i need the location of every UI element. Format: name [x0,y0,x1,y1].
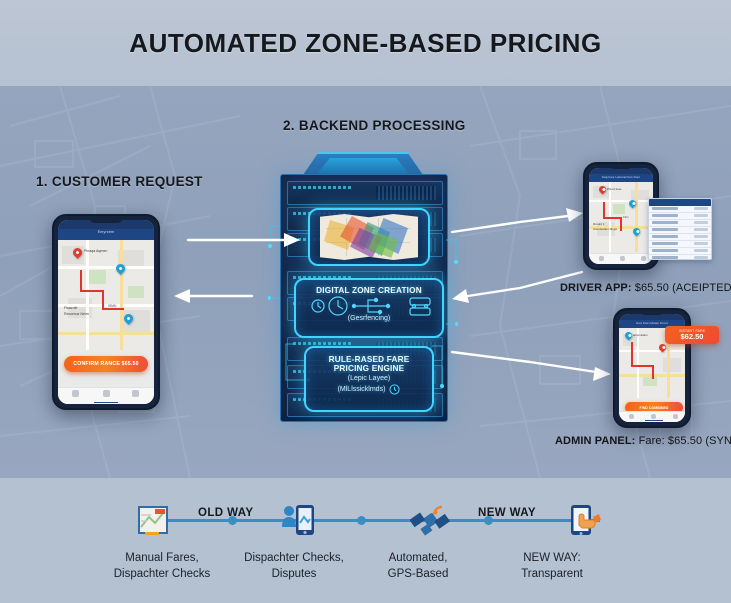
rack-slot [287,181,443,205]
timeline-caption-line1: Dispachter Checks, [244,552,344,564]
rule-panel-subtitle-1: (Lepic Layee) [347,375,391,383]
zone-panel-subtitle: (Gesrfencing) [347,315,391,323]
backend-server-rack: DIGITAL ZONE CREATION (Gesrfencing) RULE… [268,148,458,422]
ride-details-row [649,234,711,241]
ride-details-row [649,206,711,213]
timeline-caption-line2: Transparent [521,567,583,580]
comparison-timeline-band [0,478,731,603]
header-band [0,0,731,86]
driver-dest-label-1: Drount z [593,222,605,226]
driver-map-view[interactable]: Pitrod Iuas Drount z Csmdezalm Mopo Kfns [589,182,653,252]
customer-appbar-title: Emyrcem [97,230,115,234]
admin-caption-strong: ADMIN PANEL: [555,435,636,447]
admin-tabbar[interactable] [619,411,685,422]
ride-details-row [649,220,711,227]
step-label-backend-processing: 2. BACKEND PROCESSING [283,118,466,133]
ride-details-row [649,255,711,259]
zone-map-panel [308,208,430,266]
driver-dest-label-2: Csmdezalm Mopo [593,227,618,231]
timeline-caption-line1: Manual Fares, [125,552,199,564]
driver-appbar-title: Caprove Lateraction Inen [601,175,641,179]
new-way-label: NEW WAY [478,507,536,519]
driver-eta-label: Kfns [623,215,629,219]
customer-eta-label: ISMN [108,304,117,308]
timeline-node [484,516,493,525]
confirm-ride-button[interactable]: CONFIRM RANCE $65.50 [64,356,148,372]
admin-caption-rest: Fare: $65.50 (SYNCED) [638,435,731,447]
map-icon [138,506,168,535]
zone-panel-glyphs [311,296,431,316]
customer-phone-screen[interactable]: Emyrcem Pinaqa A [58,220,154,404]
customer-origin-label: Pinaqa Aqmen [84,249,108,253]
customer-tabbar[interactable] [58,387,154,404]
step-label-customer-request: 1. CUSTOMER REQUEST [36,174,203,189]
rule-panel-subtitle-2: (MlLlssicklmds) [337,385,386,393]
admin-appbar-title: Cou Facrubuse Kmnt [636,321,668,325]
timeline-caption: NEW WAY: Transparent [477,551,627,582]
timeline-node [357,516,366,525]
customer-dest-label-2: Reoomuz Neim [64,312,89,316]
ride-details-row [649,241,711,248]
driver-phone-screen[interactable]: Caprove Lateraction Inen Pitrod Iuas Dro… [589,168,653,264]
fare-badge-title: INSTANT FARE [678,329,706,333]
driver-tabbar[interactable] [589,253,653,264]
ride-details-row [649,248,711,255]
admin-panel-caption: ADMIN PANEL: Fare: $65.50 (SYNCED) [555,435,731,447]
customer-phone[interactable]: Emyrcem Pinaqa A [52,214,160,410]
driver-caption-strong: DRIVER APP: [560,282,632,294]
timeline-caption-line2: Dispachter Checks [113,567,211,580]
timeline-caption: Dispachter Checks, Disputes [219,551,369,582]
ride-details-row [649,227,711,234]
timeline-caption: Automated, GPS-Based [343,551,493,582]
ride-details-panel-header [649,199,711,206]
timeline-node [228,516,237,525]
timeline-caption-line2: Disputes [271,567,317,580]
clock-icon [389,384,401,396]
digital-zone-creation-panel: DIGITAL ZONE CREATION (Gesrfencing) [294,278,444,338]
driver-app-caption: DRIVER APP: $65.50 (ACEIPTED) [560,282,731,294]
zone-panel-title: DIGITAL ZONE CREATION [316,286,422,295]
rule-based-fare-engine-panel: RULE-RASED FARE PRICING ENGINE (Lepic La… [304,346,434,412]
timeline-caption-line1: NEW WAY: [523,552,581,564]
driver-ride-details-panel[interactable] [648,198,712,260]
instant-fare-badge: INSTANT FARE $62.50 [665,326,719,345]
driver-origin-label: Pitrod Iuas [607,187,622,191]
timeline-caption: Manual Fares, Dispachter Checks [87,551,237,582]
phone-tap-icon [571,505,601,535]
page-title: AUTOMATED ZONE-BASED PRICING [129,28,602,58]
rack-top-glow [314,158,412,178]
old-way-label: OLD WAY [198,507,254,519]
driver-caption-rest: $65.50 (ACEIPTED) [631,282,731,294]
folded-map-icon [320,214,418,260]
fare-badge-value: $62.50 [680,332,704,341]
customer-map-view[interactable]: Pinaqa Aqmen Fisav.dfr Reoomuz Neim ISMN [58,240,154,350]
admin-origin-label: annumitatm [633,333,648,337]
ride-details-row [649,213,711,220]
dispatcher-phone-icon [282,505,314,535]
rule-panel-title-line2: PRICING ENGINE [333,364,405,374]
timeline-caption-line2: GPS-Based [387,567,449,580]
satellite-icon [410,505,450,536]
timeline-track [160,519,600,522]
admin-find-combined-button[interactable]: FIND COMBINED [625,402,683,413]
timeline-caption-line1: Automated, [388,552,448,564]
rule-panel-title-line1: RULE-RASED FARE [328,355,410,364]
customer-dest-label-1: Fisav.dfr [64,306,78,310]
